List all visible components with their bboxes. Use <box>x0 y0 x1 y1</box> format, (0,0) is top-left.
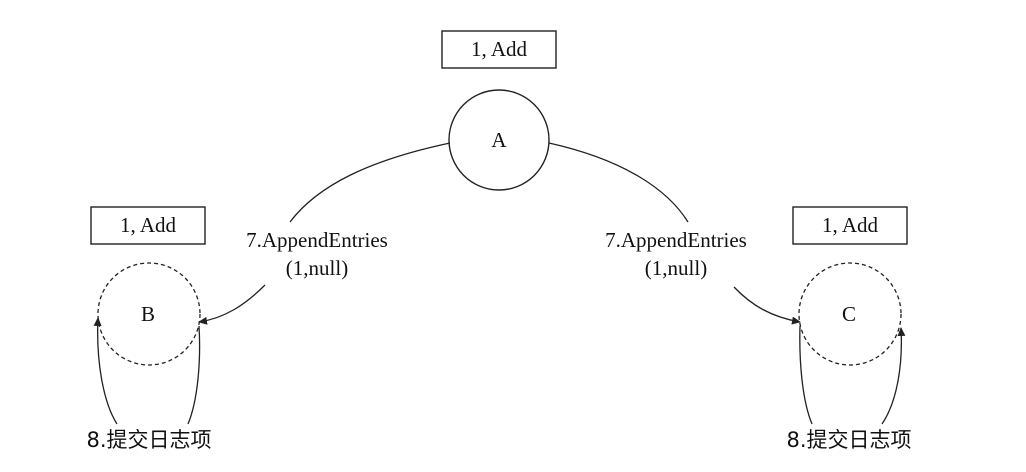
log-entry-box-a: 1, Add <box>441 30 557 69</box>
node-a: A <box>448 89 550 191</box>
log-entry-a-text: 1, Add <box>471 37 528 61</box>
log-entry-box-b: 1, Add <box>90 206 206 245</box>
node-b-label: B <box>141 302 155 326</box>
node-b: B <box>97 262 201 366</box>
edge-a-to-left-label <box>289 142 451 223</box>
log-entry-b-text: 1, Add <box>120 213 177 237</box>
arrow-to-node-c <box>733 286 801 325</box>
commit-loop-c-right <box>881 327 906 425</box>
node-c: C <box>798 262 902 366</box>
append-entries-label-b-line2: (1,null) <box>286 256 348 280</box>
arrow-to-node-b <box>198 284 266 325</box>
node-c-label: C <box>842 302 856 326</box>
commit-loop-c <box>799 325 813 425</box>
log-entry-box-c: 1, Add <box>792 206 908 245</box>
commit-label-c: 8.提交日志项 <box>786 428 911 452</box>
append-entries-label-c-line2: (1,null) <box>645 256 707 280</box>
append-entries-label-b-line1: 7.AppendEntries <box>246 228 388 252</box>
commit-loop-b-right <box>187 325 201 425</box>
commit-label-b: 8.提交日志项 <box>86 428 211 452</box>
commit-loop-b <box>93 317 118 425</box>
append-entries-label-c-line1: 7.AppendEntries <box>605 228 747 252</box>
edge-a-to-right-label <box>548 142 689 223</box>
log-entry-c-text: 1, Add <box>822 213 879 237</box>
node-a-label: A <box>491 128 507 152</box>
